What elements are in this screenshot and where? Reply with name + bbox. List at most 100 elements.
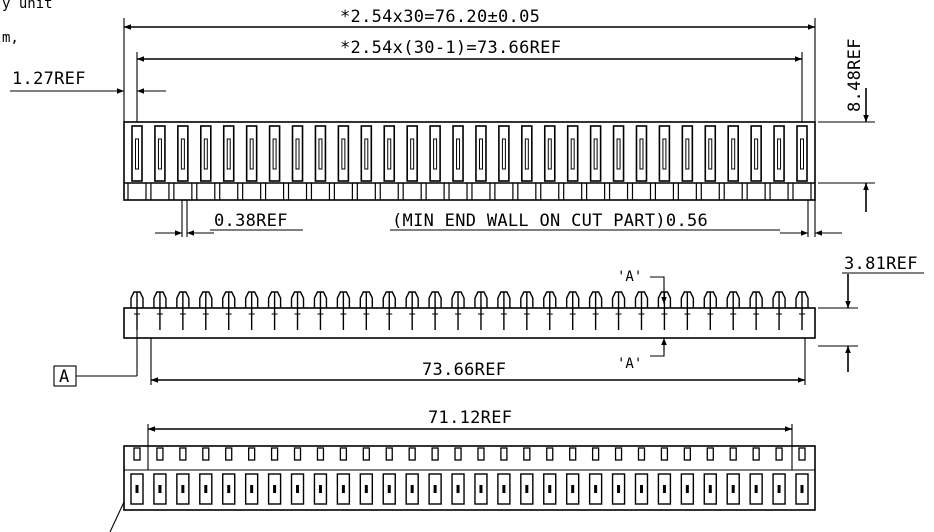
corner-note-2: m, bbox=[2, 30, 19, 46]
top-pin bbox=[356, 125, 376, 200]
top-pin bbox=[333, 125, 353, 200]
bottom-pin bbox=[244, 447, 259, 505]
top-pin bbox=[310, 125, 331, 200]
top-pin bbox=[517, 125, 537, 200]
side-pin bbox=[199, 291, 213, 330]
corner-note-1: y unit bbox=[2, 0, 53, 12]
top-pin bbox=[219, 125, 239, 200]
top-pin bbox=[402, 125, 422, 200]
top-pin bbox=[242, 125, 262, 200]
top-pins bbox=[127, 125, 812, 200]
bottom-pin bbox=[520, 447, 534, 505]
offset-dim-label: 1.27REF bbox=[12, 69, 86, 89]
top-body-outline bbox=[123, 121, 816, 201]
side-body-outline bbox=[123, 307, 816, 339]
top-pin bbox=[700, 125, 720, 200]
side-pin bbox=[611, 291, 626, 330]
side-pin bbox=[313, 291, 328, 330]
side-pin bbox=[634, 291, 649, 330]
side-pin bbox=[405, 291, 419, 330]
side-view: 3.81REF 'A' 'A' A 73.66REF bbox=[53, 254, 924, 387]
top-pin bbox=[448, 125, 468, 200]
side-pin bbox=[749, 291, 763, 330]
side-pin bbox=[497, 291, 511, 330]
section-top-label: 'A' bbox=[617, 269, 642, 285]
bottom-pin bbox=[543, 447, 557, 505]
bottom-pin bbox=[290, 447, 305, 505]
top-pin bbox=[425, 125, 445, 200]
bottom-pin bbox=[267, 447, 282, 505]
side-pin bbox=[543, 291, 557, 330]
side-pin bbox=[267, 291, 282, 330]
top-pin bbox=[631, 125, 652, 200]
bottom-pin bbox=[749, 447, 763, 505]
side-pin bbox=[520, 291, 534, 330]
leader-line bbox=[109, 501, 125, 532]
side-pin bbox=[244, 291, 259, 330]
bottom-pin bbox=[680, 447, 695, 505]
overall-dim-label: *2.54x30=76.20±0.05 bbox=[340, 7, 540, 27]
side-pin bbox=[153, 291, 167, 330]
bottom-pin bbox=[588, 447, 603, 505]
top-pin bbox=[586, 125, 606, 200]
side-pin bbox=[474, 291, 488, 330]
bottom-pin bbox=[176, 447, 190, 505]
bottom-pin bbox=[222, 447, 236, 505]
bottom-pin bbox=[657, 447, 672, 505]
bottom-pins bbox=[130, 447, 809, 505]
top-pin bbox=[540, 125, 560, 200]
top-pin bbox=[792, 125, 812, 200]
bottom-pin bbox=[130, 447, 144, 505]
top-pin bbox=[494, 125, 514, 200]
top-pin bbox=[723, 125, 743, 200]
top-pin bbox=[654, 125, 675, 200]
bottom-pin bbox=[451, 447, 465, 505]
side-pins bbox=[130, 291, 809, 330]
pitch-dim-label: *2.54x(30-1)=73.66REF bbox=[340, 38, 561, 58]
top-view: *2.54x30=76.20±0.05 *2.54x(30-1)=73.66RE… bbox=[10, 7, 875, 237]
top-pin bbox=[379, 125, 399, 200]
side-pin bbox=[772, 291, 786, 330]
bottom-pin bbox=[611, 447, 626, 505]
bottom-body-outline bbox=[123, 445, 816, 511]
top-pin bbox=[127, 125, 147, 200]
bottom-pin bbox=[313, 447, 328, 505]
top-pin bbox=[563, 125, 583, 200]
bottom-pin bbox=[565, 447, 580, 505]
side-pin bbox=[222, 291, 236, 330]
top-pin bbox=[196, 125, 216, 200]
side-pin bbox=[726, 291, 740, 330]
bottom-pin bbox=[199, 447, 213, 505]
side-pin bbox=[428, 291, 442, 330]
side-pin bbox=[588, 291, 603, 330]
datum-label: A bbox=[59, 367, 70, 387]
bottom-pin bbox=[795, 447, 809, 505]
bottom-pin bbox=[428, 447, 442, 505]
top-pin bbox=[150, 125, 170, 200]
bottom-pin bbox=[474, 447, 488, 505]
bottom-pin bbox=[405, 447, 419, 505]
side-pin bbox=[382, 291, 396, 330]
top-pin bbox=[471, 125, 491, 200]
top-pin bbox=[287, 125, 308, 200]
bottom-pin bbox=[497, 447, 511, 505]
bottom-length-dim-label: 71.12REF bbox=[428, 408, 512, 428]
side-pin bbox=[795, 291, 809, 330]
height-dim-label: 8.48REF bbox=[845, 38, 865, 112]
side-pin bbox=[703, 291, 717, 330]
side-pin bbox=[451, 291, 465, 330]
top-pin bbox=[746, 125, 766, 200]
bottom-pin bbox=[703, 447, 717, 505]
bottom-pin bbox=[336, 447, 351, 505]
side-height-dim-label: 3.81REF bbox=[844, 254, 918, 274]
bottom-view: 71.12REF bbox=[109, 408, 816, 532]
bottom-pin bbox=[359, 447, 374, 505]
end-wall-dim-label: (MIN END WALL ON CUT PART)0.56 bbox=[392, 211, 708, 231]
bottom-pin bbox=[726, 447, 740, 505]
bottom-pin bbox=[634, 447, 649, 505]
gap-dim-label: 0.38REF bbox=[214, 211, 288, 231]
top-pin bbox=[769, 125, 789, 200]
side-pin bbox=[290, 291, 305, 330]
section-bottom-label: 'A' bbox=[617, 356, 642, 372]
